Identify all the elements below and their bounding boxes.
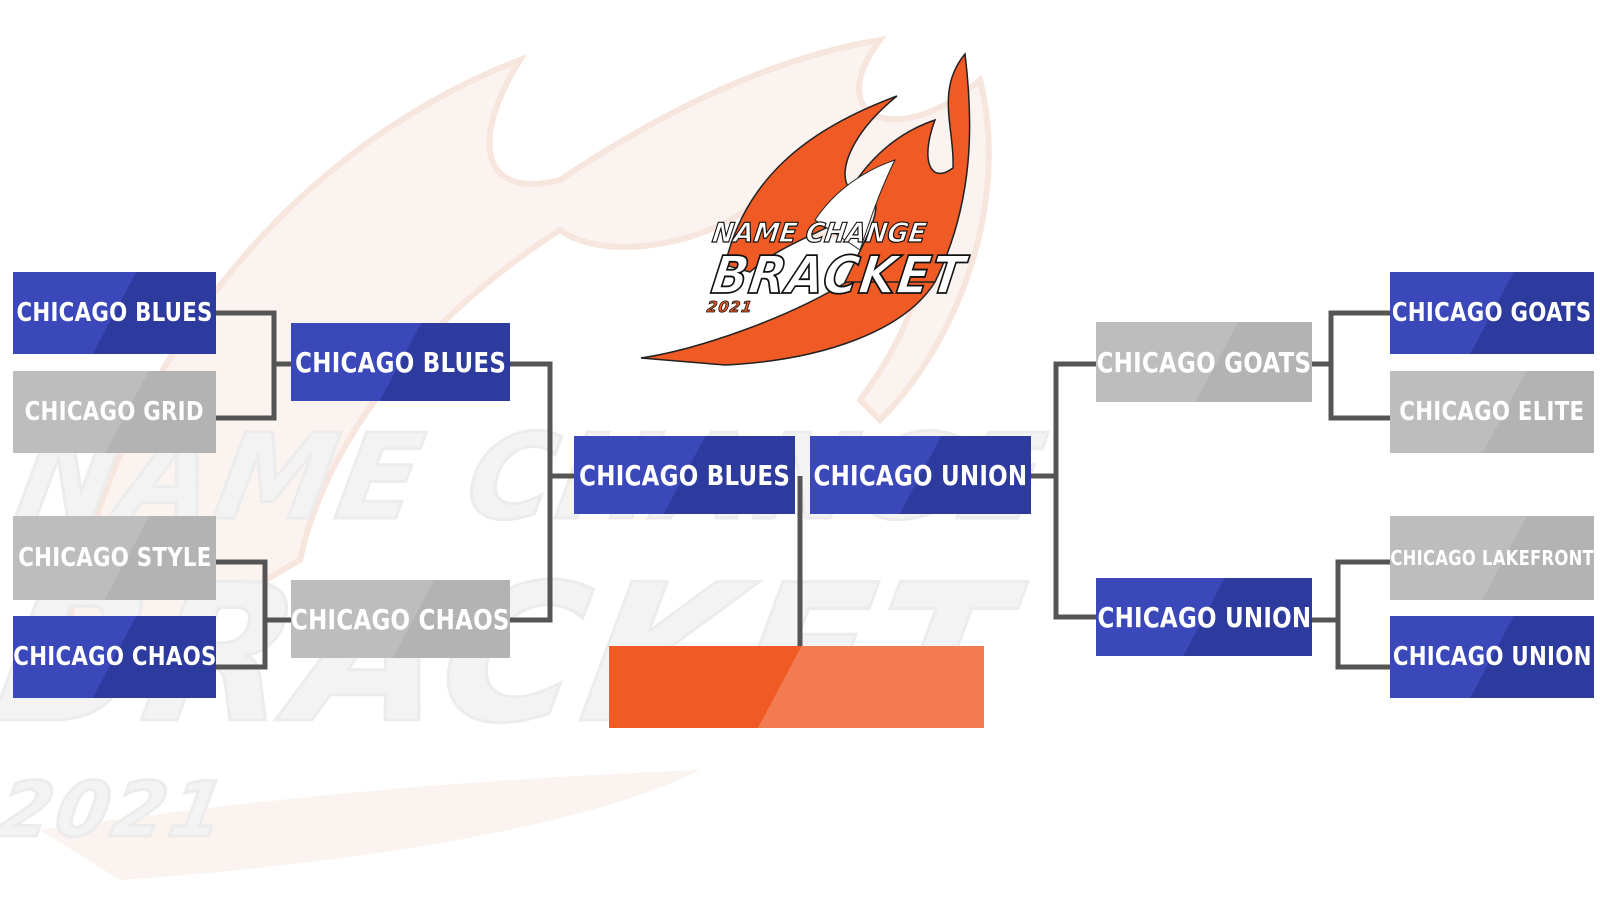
left-r1-team-1[interactable]: CHICAGO BLUES (13, 272, 216, 354)
team-label: CHICAGO UNION (1393, 642, 1592, 672)
team-label: CHICAGO CHAOS (291, 603, 510, 636)
left-finalist[interactable]: CHICAGO BLUES (574, 436, 795, 514)
left-r2-team-1[interactable]: CHICAGO BLUES (291, 323, 510, 401)
logo-year: 2021 (706, 298, 754, 316)
team-label: CHICAGO LAKEFRONT (1390, 546, 1594, 570)
right-r1-team-2[interactable]: CHICAGO ELITE (1390, 371, 1594, 453)
right-r1-team-4[interactable]: CHICAGO UNION (1390, 616, 1594, 698)
left-r1-team-2[interactable]: CHICAGO GRID (13, 371, 216, 453)
team-label: CHICAGO BLUES (579, 459, 790, 492)
team-label: CHICAGO UNION (814, 459, 1028, 492)
team-label: CHICAGO STYLE (18, 543, 211, 573)
team-label: CHICAGO ELITE (1399, 397, 1584, 427)
team-label: CHICAGO BLUES (16, 298, 212, 328)
logo: NAME CHANGE BRACKET 2021 (635, 50, 975, 370)
right-r1-team-3[interactable]: CHICAGO LAKEFRONT (1390, 516, 1594, 600)
champion-box[interactable] (609, 646, 984, 728)
left-r1-team-4[interactable]: CHICAGO CHAOS (13, 616, 216, 698)
team-label: CHICAGO GOATS (1392, 298, 1592, 328)
flame-logo-icon (635, 50, 975, 370)
right-r1-team-1[interactable]: CHICAGO GOATS (1390, 272, 1594, 354)
left-r2-team-2[interactable]: CHICAGO CHAOS (291, 580, 510, 658)
right-finalist[interactable]: CHICAGO UNION (810, 436, 1031, 514)
right-r2-team-1[interactable]: CHICAGO GOATS (1096, 322, 1312, 402)
team-label: CHICAGO CHAOS (13, 642, 216, 672)
team-label: CHICAGO GOATS (1097, 346, 1312, 379)
logo-line2: BRACKET (708, 246, 969, 306)
left-r1-team-3[interactable]: CHICAGO STYLE (13, 516, 216, 600)
logo-line1: NAME CHANGE (710, 218, 928, 249)
team-label: CHICAGO UNION (1097, 601, 1311, 634)
team-label: CHICAGO GRID (25, 397, 204, 427)
right-r2-team-2[interactable]: CHICAGO UNION (1096, 578, 1312, 656)
team-label: CHICAGO BLUES (295, 346, 506, 379)
